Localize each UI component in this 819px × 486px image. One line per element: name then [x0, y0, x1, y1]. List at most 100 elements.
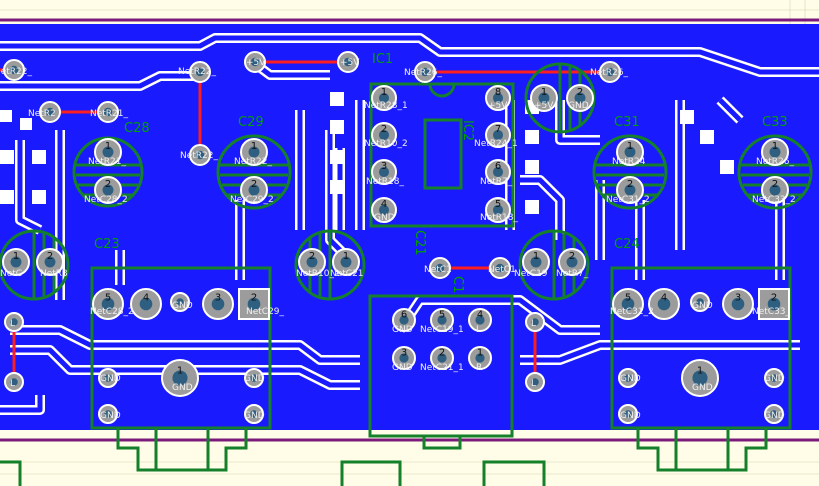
pad-hole [378, 166, 390, 178]
net-label: +5V [340, 58, 360, 68]
net-label: NetR24_1 [474, 139, 518, 149]
net-label: L [531, 319, 536, 329]
pad[interactable] [525, 312, 545, 332]
net-label: GND [244, 374, 265, 384]
pad-hole [531, 318, 539, 326]
pad[interactable]: 1 [161, 359, 199, 397]
component-designator: C31 [614, 115, 640, 130]
component-designator: C24 [614, 237, 640, 252]
pad[interactable]: 3 [722, 288, 754, 320]
pad-hole [769, 146, 781, 158]
pad[interactable]: 1 [240, 138, 268, 166]
pad[interactable] [4, 372, 24, 392]
pad[interactable] [690, 292, 710, 312]
pad[interactable] [489, 257, 511, 279]
pin-number: 1 [533, 251, 539, 262]
pad[interactable]: 1 [94, 138, 122, 166]
pad[interactable] [618, 404, 638, 424]
pad[interactable]: 4 [648, 288, 680, 320]
pad[interactable]: 1 [468, 346, 492, 370]
pad[interactable] [97, 101, 119, 123]
pad[interactable] [414, 61, 436, 83]
pad[interactable] [429, 257, 451, 279]
pad[interactable]: 2 [371, 122, 397, 148]
pad[interactable]: 6 [485, 159, 511, 185]
pad[interactable] [764, 368, 784, 388]
pad[interactable] [98, 404, 118, 424]
pad[interactable]: 2 [761, 176, 789, 204]
pad[interactable]: 2 [240, 176, 268, 204]
pin-number: 2 [105, 179, 111, 190]
pad[interactable]: 2 [566, 84, 594, 112]
pad[interactable]: 1 [2, 248, 30, 276]
pad-hole [531, 378, 539, 386]
pad[interactable]: 8 [485, 85, 511, 111]
net-label: GND [764, 374, 785, 384]
pad[interactable]: 2 [430, 346, 454, 370]
pad[interactable]: 5 [430, 308, 454, 332]
pad[interactable]: 5 [92, 288, 124, 320]
net-label: NetC21_1 [420, 363, 464, 373]
pad[interactable] [244, 404, 264, 424]
pad[interactable]: 5 [612, 288, 644, 320]
pad[interactable]: 2 [94, 176, 122, 204]
pin-number: 2 [772, 179, 778, 190]
pad[interactable]: 5 [485, 197, 511, 223]
pad[interactable]: 3 [371, 159, 397, 185]
pad[interactable] [244, 51, 266, 73]
pad[interactable]: 1 [681, 359, 719, 397]
pad[interactable]: 1 [371, 85, 397, 111]
pad[interactable] [98, 368, 118, 388]
pad[interactable]: 3 [392, 346, 416, 370]
component-designator: C1 [450, 276, 465, 293]
net-label: NetR18_ [480, 213, 519, 223]
pad-hole [475, 353, 485, 363]
pad[interactable]: 2 [298, 248, 326, 276]
pad[interactable] [244, 368, 264, 388]
component-designator: C29 [238, 115, 264, 130]
pad[interactable]: 3 [202, 288, 234, 320]
pad[interactable] [525, 372, 545, 392]
pin-number: 1 [105, 141, 111, 152]
pad[interactable]: 2 [616, 176, 644, 204]
pad[interactable]: 4 [468, 308, 492, 332]
pad[interactable]: 4 [371, 197, 397, 223]
pad[interactable] [170, 292, 190, 312]
pad[interactable] [618, 368, 638, 388]
pad-hole [10, 256, 22, 268]
pad[interactable]: 1 [332, 248, 360, 276]
pin-number: 5 [439, 309, 445, 320]
pad[interactable]: 7 [485, 122, 511, 148]
pad[interactable]: 6 [392, 308, 416, 332]
pad-hole [250, 57, 260, 67]
component-designator: IC2 [460, 120, 475, 141]
pad-hole [624, 374, 632, 382]
pad-hole [530, 256, 542, 268]
pad-hole [399, 315, 409, 325]
net-label: NetR26_ [756, 157, 795, 167]
pad[interactable]: 1 [530, 84, 558, 112]
pad[interactable] [189, 61, 211, 83]
pad[interactable] [4, 312, 24, 332]
pad[interactable]: 2 [558, 248, 586, 276]
pad[interactable]: 4 [130, 288, 162, 320]
pad[interactable]: 1 [616, 138, 644, 166]
pad[interactable] [599, 61, 621, 83]
pad[interactable]: 2 [36, 248, 64, 276]
net-label: NetC29_2 [230, 195, 274, 205]
pad[interactable] [189, 144, 211, 166]
pad[interactable] [337, 51, 359, 73]
component-designator: C21 [412, 230, 427, 256]
pad[interactable]: 1 [761, 138, 789, 166]
pad-hole [566, 256, 578, 268]
pad[interactable] [3, 59, 25, 81]
pad[interactable]: 2 [758, 288, 790, 320]
pad[interactable] [764, 404, 784, 424]
pin-number: 1 [177, 366, 183, 377]
pad[interactable]: 1 [522, 248, 550, 276]
pad[interactable]: 2 [238, 288, 270, 320]
pad[interactable] [39, 101, 61, 123]
